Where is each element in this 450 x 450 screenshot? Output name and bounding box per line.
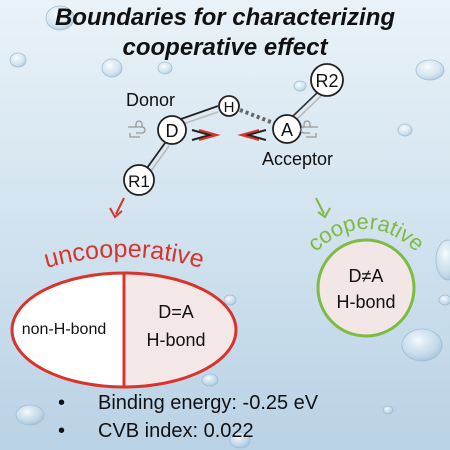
- cooperative-circle: [316, 238, 416, 338]
- hbond-text-uncoop: H-bond: [146, 330, 205, 350]
- uncooperative-label: uncooperative: [41, 235, 207, 274]
- hbond-dashed: [239, 108, 277, 126]
- hand-right-icon: [300, 120, 318, 138]
- bullet-binding-energy: • Binding energy: -0.25 eV: [58, 392, 318, 415]
- uncooperative-left-half: [12, 273, 124, 387]
- r2-label: R2: [315, 71, 338, 91]
- bullet-dot: •: [58, 420, 66, 442]
- donor-label: Donor: [126, 90, 175, 110]
- a-label: A: [281, 120, 293, 140]
- hbond-text-coop: H-bond: [336, 292, 395, 312]
- hand-left-icon: [128, 120, 146, 138]
- green-arrow-icon: [315, 197, 331, 219]
- d-neq-a-text: D≠A: [349, 266, 384, 286]
- d-label: D: [166, 121, 179, 141]
- bond-d-r1: [146, 142, 166, 169]
- bullet-text: Binding energy: -0.25 eV: [98, 392, 319, 414]
- uncooperative-right-half: [124, 273, 236, 387]
- bullet-dot: •: [58, 392, 66, 414]
- r2-circle: [310, 63, 344, 97]
- r1-circle: [123, 164, 155, 196]
- h-label: H: [224, 99, 235, 116]
- d-equals-a-text: D=A: [158, 302, 194, 322]
- bullet-text: CVB index: 0.022: [98, 420, 254, 442]
- red-arrow-icon: [109, 197, 125, 219]
- bond-a-r2: [291, 91, 319, 118]
- bond-d-h: [180, 105, 219, 120]
- approach-arrows-icon: [191, 129, 267, 141]
- h-circle: [218, 95, 240, 117]
- water-droplets: [9, 5, 450, 449]
- title-line-1: Boundaries for characterizing: [54, 4, 396, 31]
- d-circle: [157, 115, 187, 145]
- title-line-2: cooperative effect: [122, 34, 328, 61]
- bullet-cvb-index: • CVB index: 0.022: [58, 420, 254, 443]
- r1-label: R1: [128, 172, 150, 191]
- acceptor-label: Acceptor: [262, 149, 333, 169]
- non-hbond-text: non-H-bond: [22, 321, 107, 338]
